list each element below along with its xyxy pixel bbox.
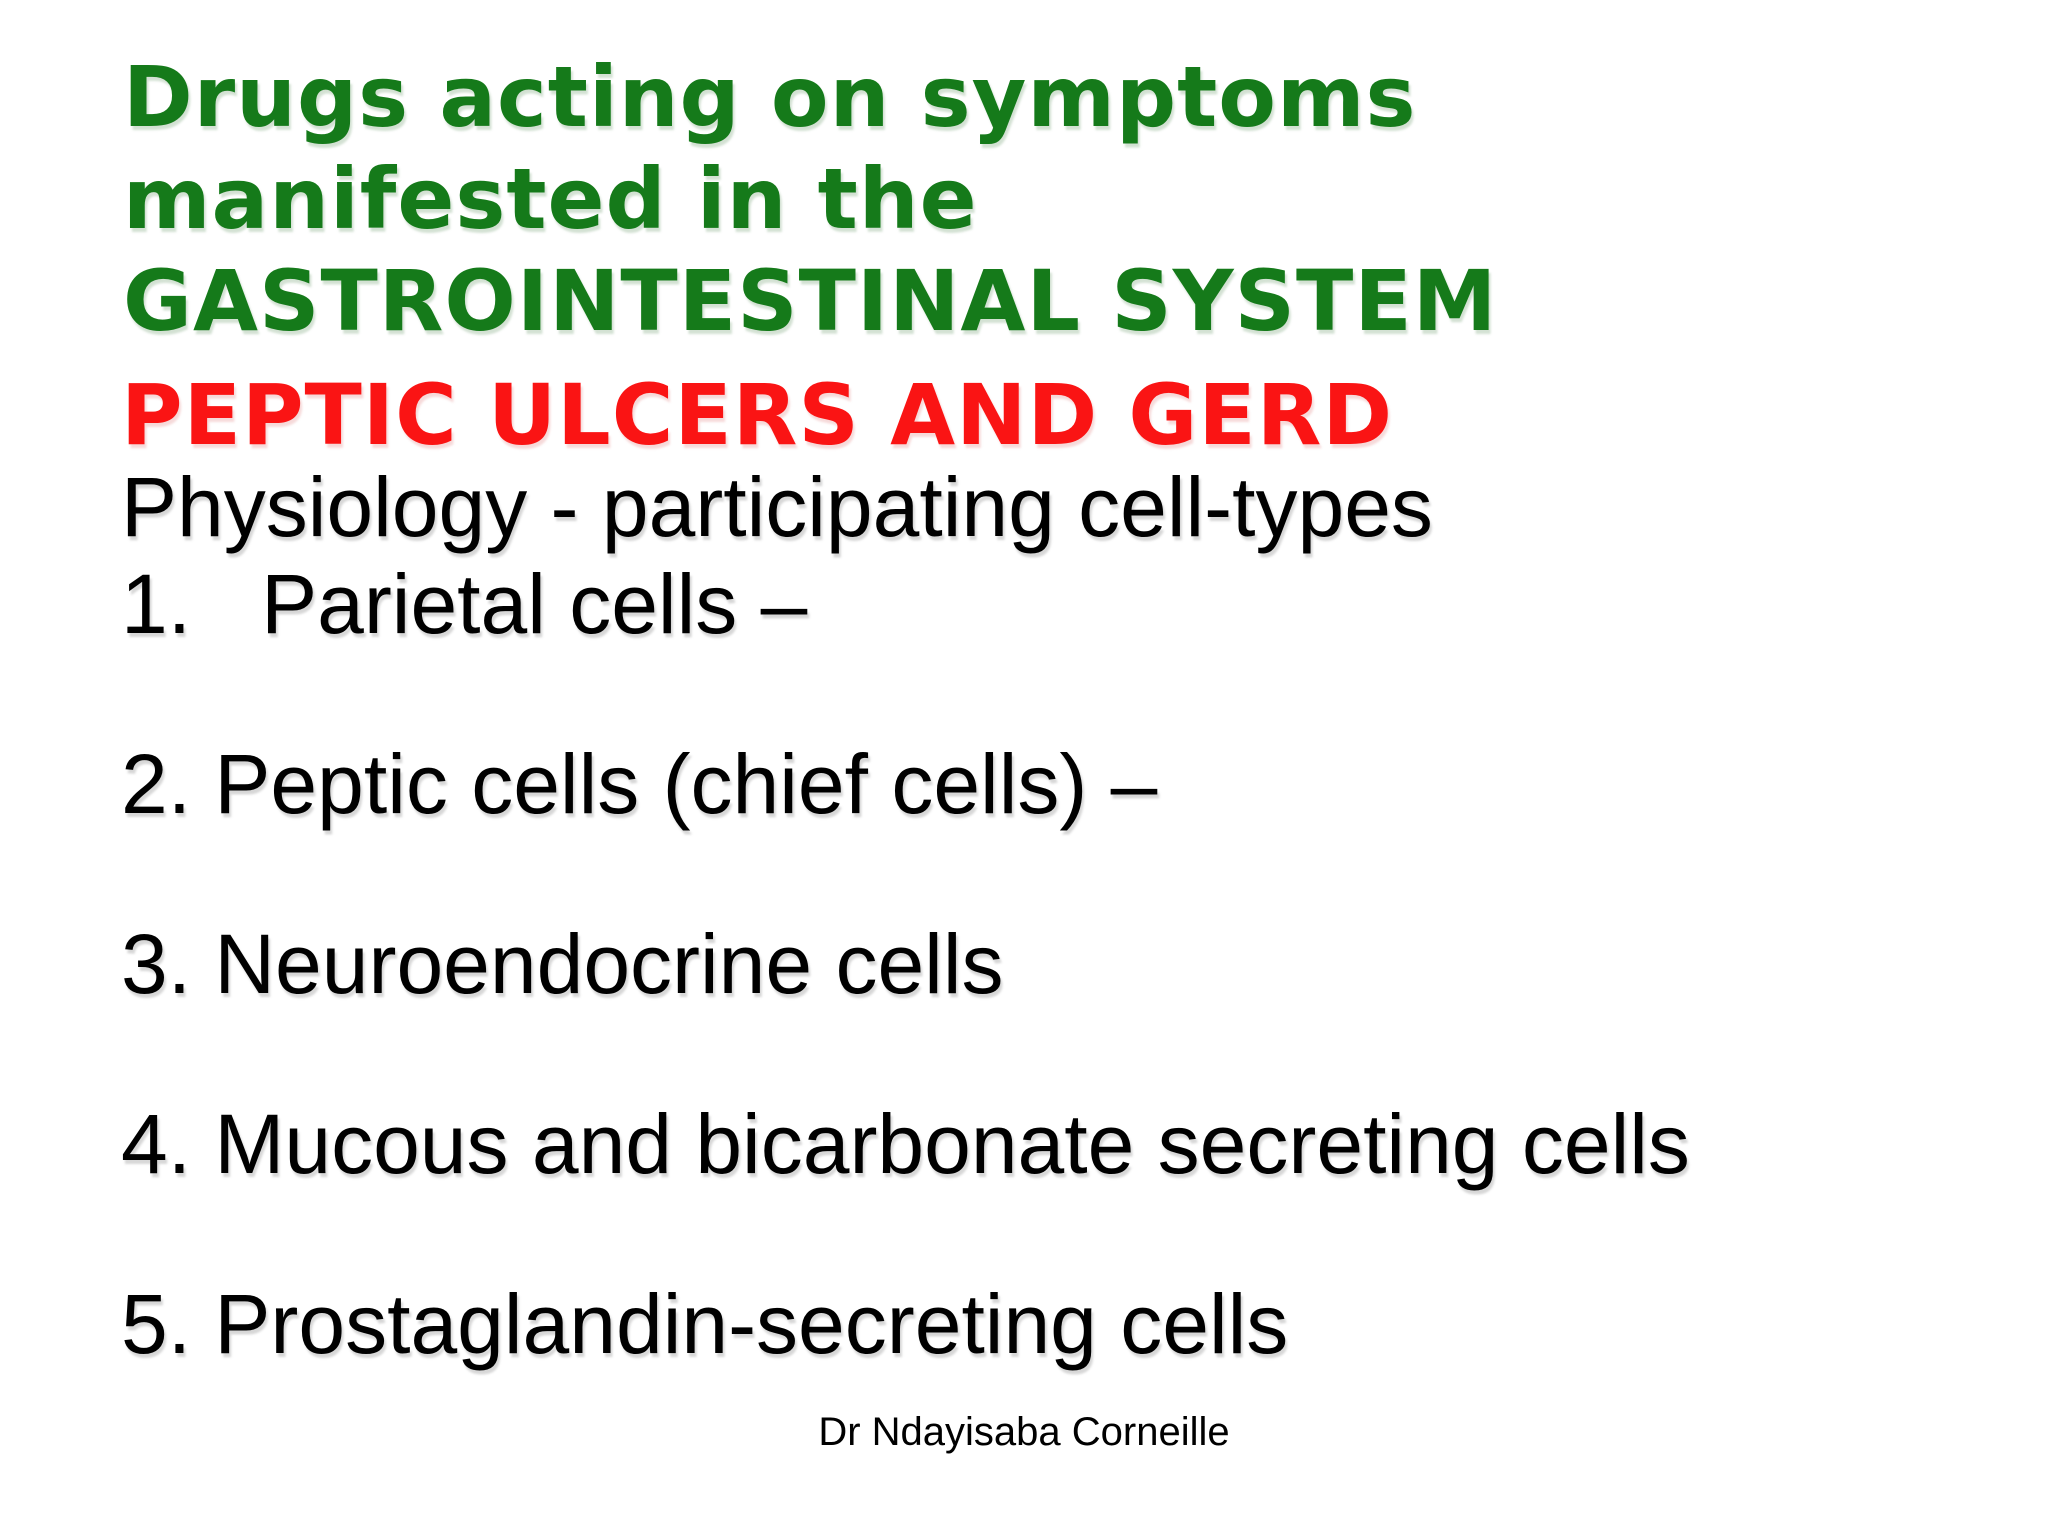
section-heading: PEPTIC ULCERS AND GERD [121,366,1394,464]
list-item-mucous-bicarbonate-cells: 4. Mucous and bicarbonate secreting cell… [121,1097,1690,1191]
slide-title: Drugs acting on symptoms manifested in t… [123,46,1923,352]
list-item-neuroendocrine-cells: 3. Neuroendocrine cells [121,917,1004,1011]
list-item-prostaglandin-cells: 5. Prostaglandin-secreting cells [121,1277,1289,1371]
slide-title-line-2: GASTROINTESTINAL SYSTEM [123,252,1498,350]
list-item-peptic-cells: 2. Peptic cells (chief cells) – [121,737,1158,831]
list-item-parietal-cells: 1. Parietal cells – [121,557,808,651]
footer-credit: Dr Ndayisaba Corneille [818,1410,1230,1454]
slide-title-line-1: Drugs acting on symptoms manifested in t… [123,48,1417,248]
subheading: Physiology - participating cell-types [121,460,1433,554]
